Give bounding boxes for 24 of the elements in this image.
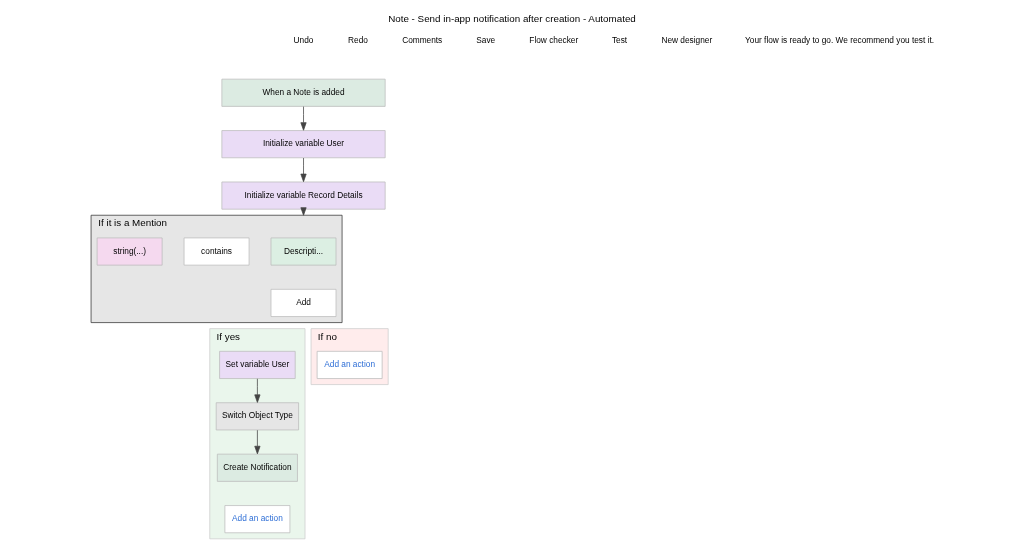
arrow — [254, 429, 261, 455]
label: Test — [611, 35, 628, 46]
arrow — [254, 378, 261, 403]
label: Flow checker — [529, 35, 579, 46]
node-box: string(...) — [96, 237, 163, 266]
node-box: contains — [183, 237, 250, 266]
node-box: Add an action — [224, 505, 291, 534]
arrow — [300, 157, 307, 182]
node-box: Set variable User — [219, 350, 296, 379]
label: Undo — [293, 35, 314, 46]
label: Save — [476, 35, 496, 46]
arrow — [300, 106, 307, 131]
node-box: When a Note is added — [221, 78, 386, 107]
node-box: Add an action — [316, 350, 383, 379]
label: Redo — [348, 35, 368, 46]
node-box: Create Notification — [216, 453, 298, 482]
node-box: Initialize variable User — [221, 130, 386, 159]
label: Your flow is ready to go. We recommend you test it. — [745, 35, 935, 46]
diagram-title: Note - Send in-app notification after creation - Automated — [388, 13, 636, 24]
node-box: Descripti... — [270, 237, 337, 266]
node-box: Add — [270, 288, 337, 317]
label: Comments — [402, 35, 443, 46]
node-box: Switch Object Type — [215, 402, 299, 431]
label: New designer — [661, 35, 713, 46]
